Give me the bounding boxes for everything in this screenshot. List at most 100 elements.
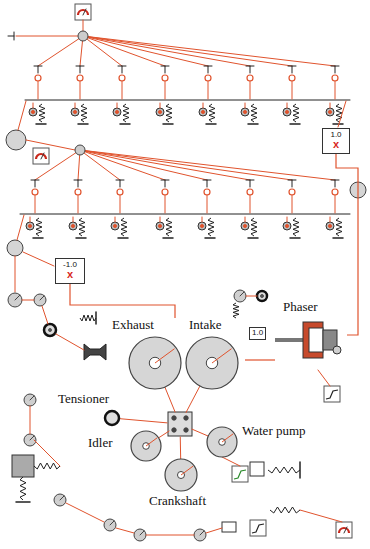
wire — [165, 195, 166, 213]
gain-box: 1.0x — [322, 128, 350, 154]
valve-symbol — [29, 108, 37, 116]
spring-symbol — [293, 104, 299, 122]
pin-symbol — [14, 32, 15, 40]
pin-symbol — [250, 180, 251, 187]
ground-symbol — [95, 312, 97, 324]
valve-symbol — [156, 222, 164, 230]
wire — [16, 36, 78, 37]
pulley-symbol — [257, 291, 267, 301]
joint-symbol — [332, 189, 338, 195]
spring-symbol — [293, 218, 299, 236]
valve-dot — [72, 225, 75, 228]
wire — [17, 215, 24, 240]
shaft-symbol — [275, 338, 303, 342]
spring-symbol — [270, 507, 300, 513]
gear-symbol — [34, 294, 46, 306]
spring-symbol — [81, 104, 87, 122]
wire — [66, 503, 104, 522]
pin-symbol — [292, 66, 293, 73]
wire — [250, 195, 251, 213]
ground-symbol — [163, 237, 173, 239]
wire — [207, 195, 208, 213]
gain-symbol: x — [67, 269, 73, 281]
valve-dot — [32, 111, 35, 114]
wire — [318, 370, 330, 386]
gear-node: Crankshaft — [145, 458, 217, 512]
spring-symbol — [121, 218, 127, 236]
wire — [116, 528, 134, 533]
valve-dot — [202, 111, 205, 114]
pin-symbol — [165, 180, 166, 187]
wire — [38, 36, 83, 66]
ground-symbol — [163, 123, 173, 125]
valve-dot — [329, 111, 332, 114]
phaser-chamber — [309, 328, 323, 352]
spring-symbol — [336, 104, 342, 122]
wire — [22, 300, 34, 301]
wire — [34, 440, 60, 466]
ground-symbol — [205, 237, 215, 239]
joint-symbol — [247, 75, 253, 81]
valve-symbol — [156, 108, 164, 116]
gain-value: 1.0 — [330, 131, 341, 139]
belt-dot — [184, 416, 188, 420]
pin-symbol — [122, 66, 123, 73]
gear-symbol — [24, 394, 36, 406]
valve-symbol — [198, 222, 206, 230]
gear-mark — [200, 531, 204, 535]
signal-wire — [336, 154, 358, 335]
wire — [80, 150, 292, 180]
wire — [206, 528, 222, 533]
valve-dot — [244, 111, 247, 114]
wire — [115, 217, 116, 222]
spring-symbol — [251, 104, 257, 122]
pulley-symbol — [105, 411, 119, 425]
plot-symbol — [232, 466, 248, 482]
gear-symbol — [186, 337, 238, 389]
joint-symbol — [117, 189, 123, 195]
gear-node: Exhaust — [112, 318, 184, 390]
gain-value: -1.0 — [63, 261, 77, 269]
wire — [120, 195, 121, 213]
gear-node: Intake — [185, 318, 245, 390]
valve-dot — [244, 225, 247, 228]
valve-symbol — [69, 222, 77, 230]
wire — [222, 457, 240, 466]
joint-symbol — [289, 75, 295, 81]
ground-symbol — [206, 123, 216, 125]
valve-dot — [159, 111, 162, 114]
gear-symbol — [54, 494, 66, 506]
wire — [300, 510, 342, 522]
sensor-symbol — [33, 148, 49, 164]
wire — [122, 81, 123, 99]
sensor-dial — [339, 528, 349, 533]
wire — [35, 195, 36, 213]
joint-symbol — [77, 75, 83, 81]
wire — [202, 217, 203, 222]
valve-dot — [159, 225, 162, 228]
signal-wire — [70, 284, 175, 318]
gear-symbol — [207, 427, 237, 457]
sensor-needle — [344, 527, 347, 533]
gear-symbol — [165, 459, 197, 491]
spring-symbol — [123, 104, 129, 122]
sensor-dial — [78, 10, 88, 15]
belt-link — [165, 387, 175, 412]
valve-dot — [116, 111, 119, 114]
belt-link — [180, 437, 181, 459]
valve-dot — [329, 225, 332, 228]
tensioner-node: Tensioner — [58, 392, 132, 426]
joint-symbol — [204, 189, 210, 195]
wire — [165, 81, 166, 99]
gear-symbol — [8, 293, 22, 307]
wire — [73, 217, 74, 222]
wire — [38, 81, 39, 99]
ground-symbol — [120, 123, 130, 125]
gear-symbol — [131, 431, 161, 461]
part-label: Intake — [189, 318, 221, 332]
shaft-line — [25, 100, 350, 101]
belt-link — [119, 419, 167, 423]
wire — [287, 217, 288, 222]
belt-dot — [172, 416, 176, 420]
